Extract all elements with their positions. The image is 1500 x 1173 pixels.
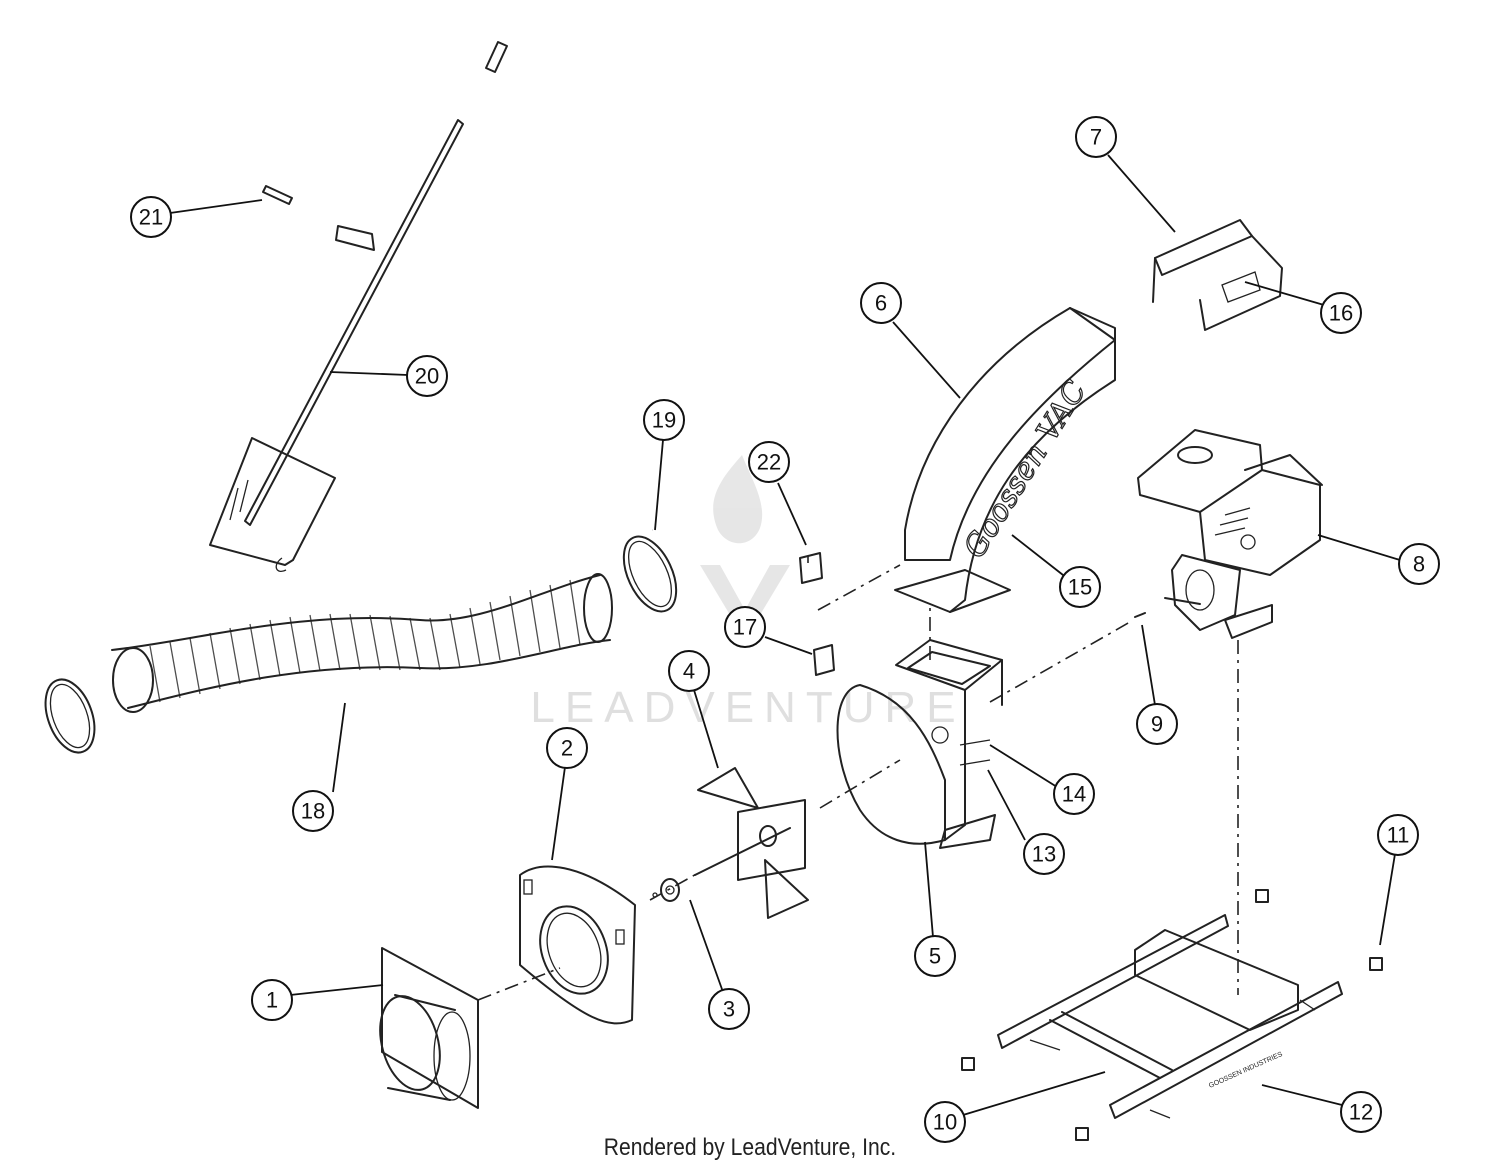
callout-2[interactable]: 2 (546, 727, 588, 769)
svg-text:2: 2 (561, 736, 573, 761)
frame-brand-text: GOOSSEN INDUSTRIES (1208, 1051, 1284, 1090)
callout-9[interactable]: 9 (1136, 703, 1178, 745)
engine-cover (1152, 219, 1283, 331)
pin (262, 185, 293, 205)
svg-text:16: 16 (1329, 301, 1353, 326)
watermark-text: LEADVENTURE (530, 683, 965, 732)
svg-text:18: 18 (301, 799, 325, 824)
hose-clamp-left (44, 678, 96, 754)
flex-hose (111, 573, 613, 713)
footer-credit: Rendered by LeadVenture, Inc. (603, 1134, 897, 1161)
svg-text:5: 5 (929, 944, 941, 969)
callout-13[interactable]: 13 (1023, 833, 1065, 875)
inlet-flange (379, 947, 479, 1109)
callout-7[interactable]: 7 (1075, 116, 1117, 158)
svg-text:21: 21 (139, 205, 163, 230)
callout-8[interactable]: 8 (1398, 543, 1440, 585)
v-mark-icon (700, 565, 790, 640)
callout-15[interactable]: 15 (1059, 566, 1101, 608)
callout-20[interactable]: 20 (406, 355, 448, 397)
svg-text:11: 11 (1387, 823, 1410, 848)
engine (1137, 429, 1323, 639)
callout-21[interactable]: 21 (130, 196, 172, 238)
leader-lines (169, 154, 1401, 1116)
callout-6[interactable]: 6 (860, 282, 902, 324)
svg-text:9: 9 (1151, 712, 1163, 737)
svg-text:8: 8 (1413, 552, 1425, 577)
latch-parts (799, 552, 835, 676)
hose-clamp-19 (622, 535, 678, 613)
callout-19[interactable]: 19 (643, 399, 685, 441)
callout-22[interactable]: 22 (748, 441, 790, 483)
callout-12[interactable]: 12 (1340, 1091, 1382, 1133)
assembly-lines (477, 556, 1239, 1001)
svg-text:12: 12 (1349, 1100, 1373, 1125)
svg-text:6: 6 (875, 291, 887, 316)
wand-handle (209, 41, 508, 572)
callout-17[interactable]: 17 (724, 606, 766, 648)
svg-text:14: 14 (1062, 782, 1086, 807)
svg-text:22: 22 (757, 450, 781, 475)
callout-11[interactable]: 11 (1377, 814, 1419, 856)
svg-text:7: 7 (1090, 125, 1102, 150)
fan-housing (836, 639, 1003, 849)
shaft-key (1134, 612, 1146, 618)
svg-text:20: 20 (415, 364, 439, 389)
svg-text:15: 15 (1068, 575, 1092, 600)
callout-18[interactable]: 18 (292, 790, 334, 832)
callouts: 1 2 3 4 5 6 7 8 9 10 11 12 13 14 15 16 1… (130, 116, 1440, 1143)
bushing-set (961, 889, 1383, 1141)
svg-text:17: 17 (733, 615, 757, 640)
base-frame: GOOSSEN INDUSTRIES (997, 914, 1343, 1119)
callout-5[interactable]: 5 (914, 935, 956, 977)
callout-3[interactable]: 3 (708, 988, 750, 1030)
callout-14[interactable]: 14 (1053, 773, 1095, 815)
svg-text:1: 1 (266, 988, 278, 1013)
flame-icon (713, 455, 763, 544)
callout-16[interactable]: 16 (1320, 292, 1362, 334)
callout-1[interactable]: 1 (251, 979, 293, 1021)
svg-text:10: 10 (933, 1110, 957, 1135)
housing-back-plate (519, 865, 636, 1025)
svg-text:13: 13 (1032, 842, 1056, 867)
svg-text:4: 4 (683, 659, 695, 684)
svg-text:19: 19 (652, 408, 676, 433)
callout-4[interactable]: 4 (668, 650, 710, 692)
callout-10[interactable]: 10 (924, 1101, 966, 1143)
leadventure-watermark: LEADVENTURE (530, 455, 965, 732)
svg-text:3: 3 (723, 997, 735, 1022)
housing-brand-text: Goossen VAC (957, 375, 1094, 565)
impeller (694, 767, 809, 919)
hex-nut (652, 878, 680, 902)
